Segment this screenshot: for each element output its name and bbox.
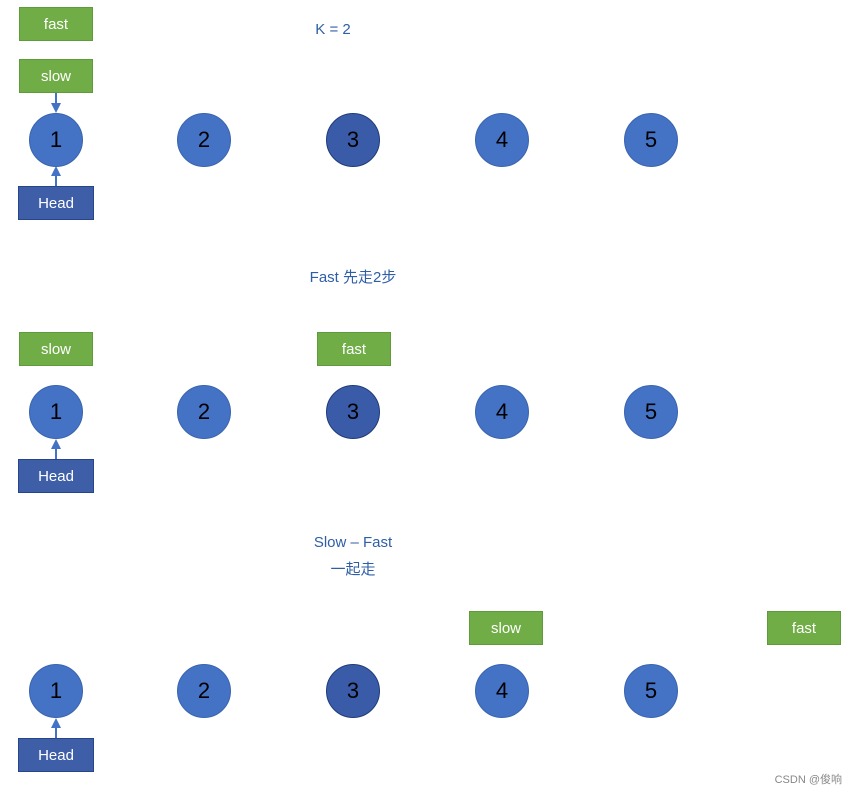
list-node-1: 1 bbox=[29, 664, 83, 718]
watermark: CSDN @俊响 bbox=[774, 774, 842, 786]
head-pointer-box: Head bbox=[18, 186, 94, 220]
list-node-3: 3 bbox=[326, 385, 380, 439]
head-pointer-box: Head bbox=[18, 459, 94, 493]
fast-pointer-box: fast bbox=[767, 611, 841, 645]
caption-move-together-2: 一起走 bbox=[330, 561, 376, 578]
caption-k-value: K = 2 bbox=[315, 21, 351, 38]
list-node-5: 5 bbox=[624, 385, 678, 439]
list-node-5: 5 bbox=[624, 113, 678, 167]
list-node-4: 4 bbox=[475, 113, 529, 167]
caption-move-together-1: Slow – Fast bbox=[313, 534, 393, 551]
caption-fast-first: Fast 先走2步 bbox=[309, 269, 397, 286]
list-node-4: 4 bbox=[475, 664, 529, 718]
list-node-2: 2 bbox=[177, 385, 231, 439]
list-node-5: 5 bbox=[624, 664, 678, 718]
list-node-3: 3 bbox=[326, 664, 380, 718]
list-node-2: 2 bbox=[177, 113, 231, 167]
slow-pointer-box: slow bbox=[469, 611, 543, 645]
slow-pointer-box: slow bbox=[19, 59, 93, 93]
list-node-1: 1 bbox=[29, 385, 83, 439]
fast-pointer-box: fast bbox=[19, 7, 93, 41]
list-node-4: 4 bbox=[475, 385, 529, 439]
fast-pointer-box: fast bbox=[317, 332, 391, 366]
list-node-3: 3 bbox=[326, 113, 380, 167]
list-node-1: 1 bbox=[29, 113, 83, 167]
list-node-2: 2 bbox=[177, 664, 231, 718]
head-pointer-box: Head bbox=[18, 738, 94, 772]
slow-pointer-box: slow bbox=[19, 332, 93, 366]
